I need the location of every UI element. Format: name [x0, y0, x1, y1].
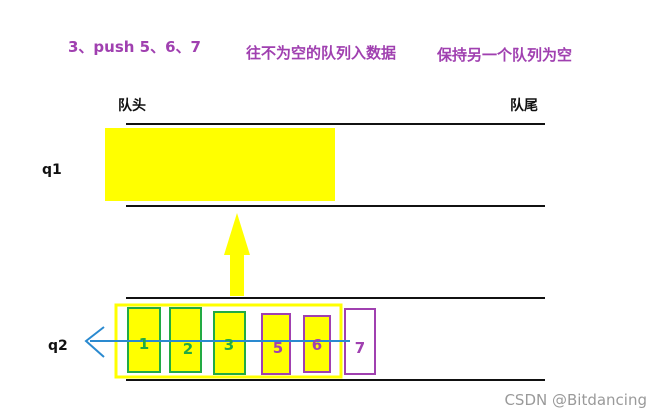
- up-arrow-head: [224, 213, 250, 255]
- note-enqueue-nonempty: 往不为空的队列入数据: [246, 44, 397, 62]
- q2-item-box-3: [213, 311, 246, 375]
- q2-item-label-2: 2: [183, 340, 193, 358]
- q2-item-label-3: 3: [224, 336, 234, 354]
- q2-item-label-7: 7: [355, 339, 365, 357]
- watermark: CSDN @Bitdancing: [504, 391, 647, 409]
- queue-tail-label: 队尾: [510, 98, 538, 114]
- q2-label: q2: [48, 338, 68, 354]
- q2-item-box-5: [261, 313, 291, 375]
- step-title: 3、push 5、6、7: [68, 38, 201, 56]
- q2-item-label-5: 5: [273, 339, 283, 357]
- q1-yellow-block: [105, 128, 335, 201]
- note-keep-other-empty: 保持另一个队列为空: [437, 46, 573, 64]
- up-arrow-shaft: [230, 255, 244, 296]
- queue-head-label: 队头: [118, 98, 146, 114]
- q2-item-label-6: 6: [312, 336, 322, 354]
- q2-item-label-1: 1: [139, 335, 149, 353]
- q2-item-box-6: [303, 315, 331, 373]
- dequeue-arrow-head: [84, 326, 105, 358]
- q1-label: q1: [42, 162, 62, 178]
